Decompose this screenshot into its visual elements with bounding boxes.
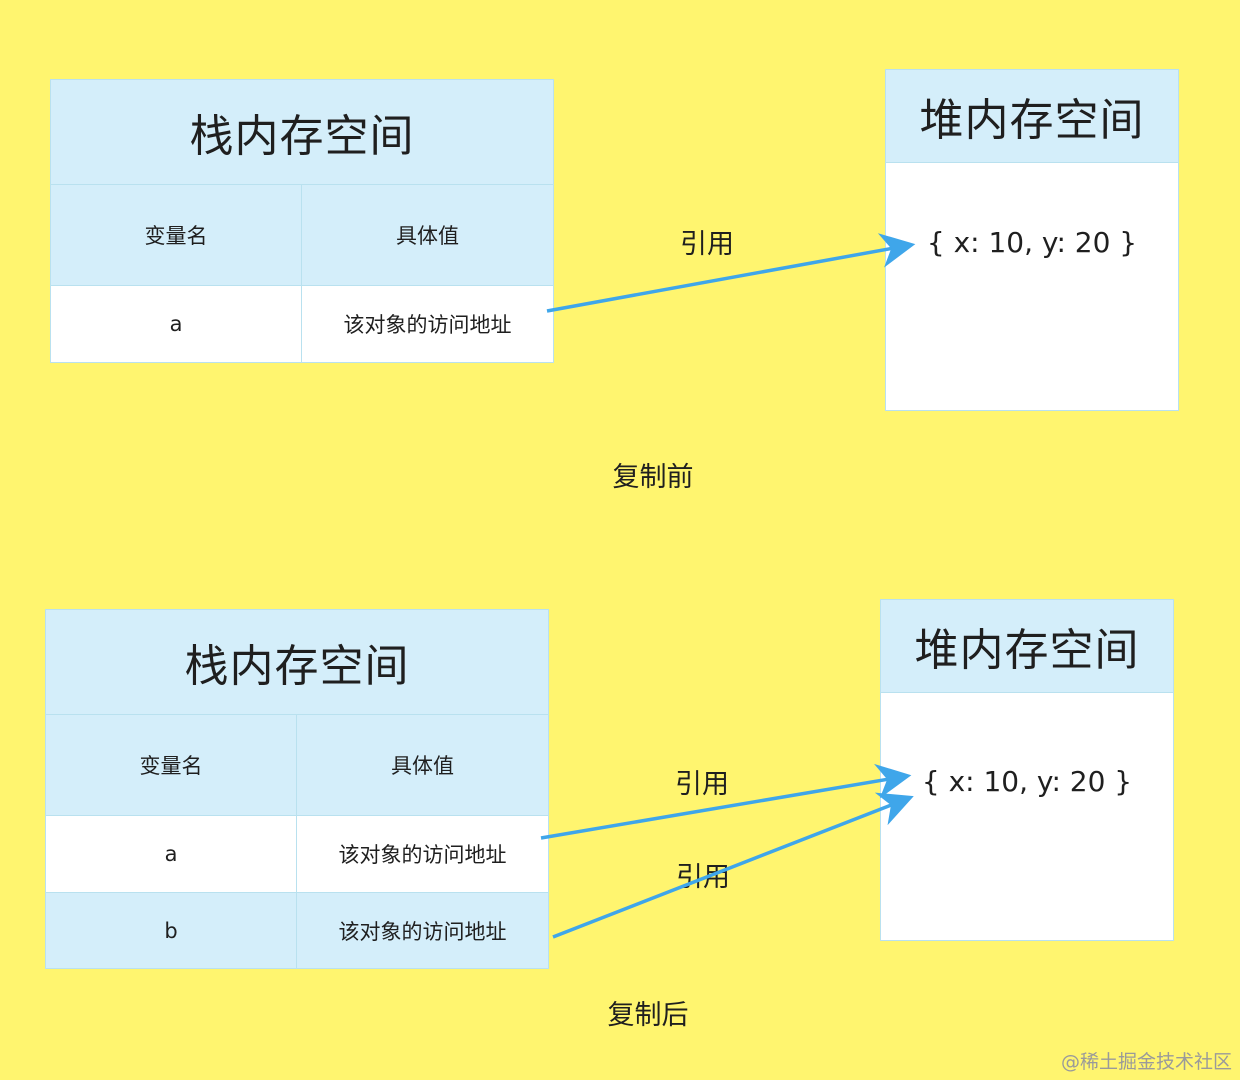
caption-after-copy: 复制后: [607, 1000, 689, 1031]
caption-before-copy: 复制前: [612, 462, 694, 493]
stack-header-row: 变量名 具体值: [51, 185, 553, 286]
stack-row-a: a 该对象的访问地址: [51, 286, 553, 362]
variable-value-cell: 该对象的访问地址: [343, 313, 512, 337]
variable-name-cell: a: [46, 816, 297, 892]
variable-name-cell: b: [46, 893, 297, 968]
heap-object-value: { x: 10, y: 20 }: [921, 765, 1133, 798]
stack-title: 栈内存空间: [51, 80, 553, 185]
heap-box-after: 堆内存空间 { x: 10, y: 20 }: [880, 599, 1174, 941]
variable-value-cell: 该对象的访问地址: [338, 919, 507, 944]
stack-table-before: 栈内存空间 变量名 具体值 a 该对象的访问地址: [50, 79, 554, 363]
heap-title: 堆内存空间: [881, 600, 1173, 693]
heap-box-before: 堆内存空间 { x: 10, y: 20 }: [885, 69, 1179, 411]
column-header-value: 具体值: [396, 224, 459, 248]
column-header-variable-name: 变量名: [51, 185, 302, 285]
reference-label-a: 引用: [675, 769, 729, 800]
watermark: @稀土掘金技术社区: [1060, 1051, 1232, 1073]
stack-table-after: 栈内存空间 变量名 具体值 a 该对象的访问地址 b 该对象的访问地址: [45, 609, 549, 969]
stack-title: 栈内存空间: [46, 610, 548, 715]
heap-title: 堆内存空间: [886, 70, 1178, 163]
stack-row-b: b 该对象的访问地址: [46, 892, 548, 968]
reference-label: 引用: [680, 229, 734, 260]
stack-row-a: a 该对象的访问地址: [46, 816, 548, 892]
stack-header-row: 变量名 具体值: [46, 715, 548, 816]
reference-arrow-before: [546, 233, 916, 313]
reference-arrow-after-b: [552, 792, 914, 939]
heap-object-value: { x: 10, y: 20 }: [926, 226, 1138, 259]
column-header-value: 具体值: [391, 754, 454, 778]
variable-value-cell: 该对象的访问地址: [338, 843, 507, 867]
reference-arrow-after-a: [540, 763, 912, 840]
column-header-variable-name: 变量名: [46, 715, 297, 815]
variable-name-cell: a: [51, 286, 302, 362]
